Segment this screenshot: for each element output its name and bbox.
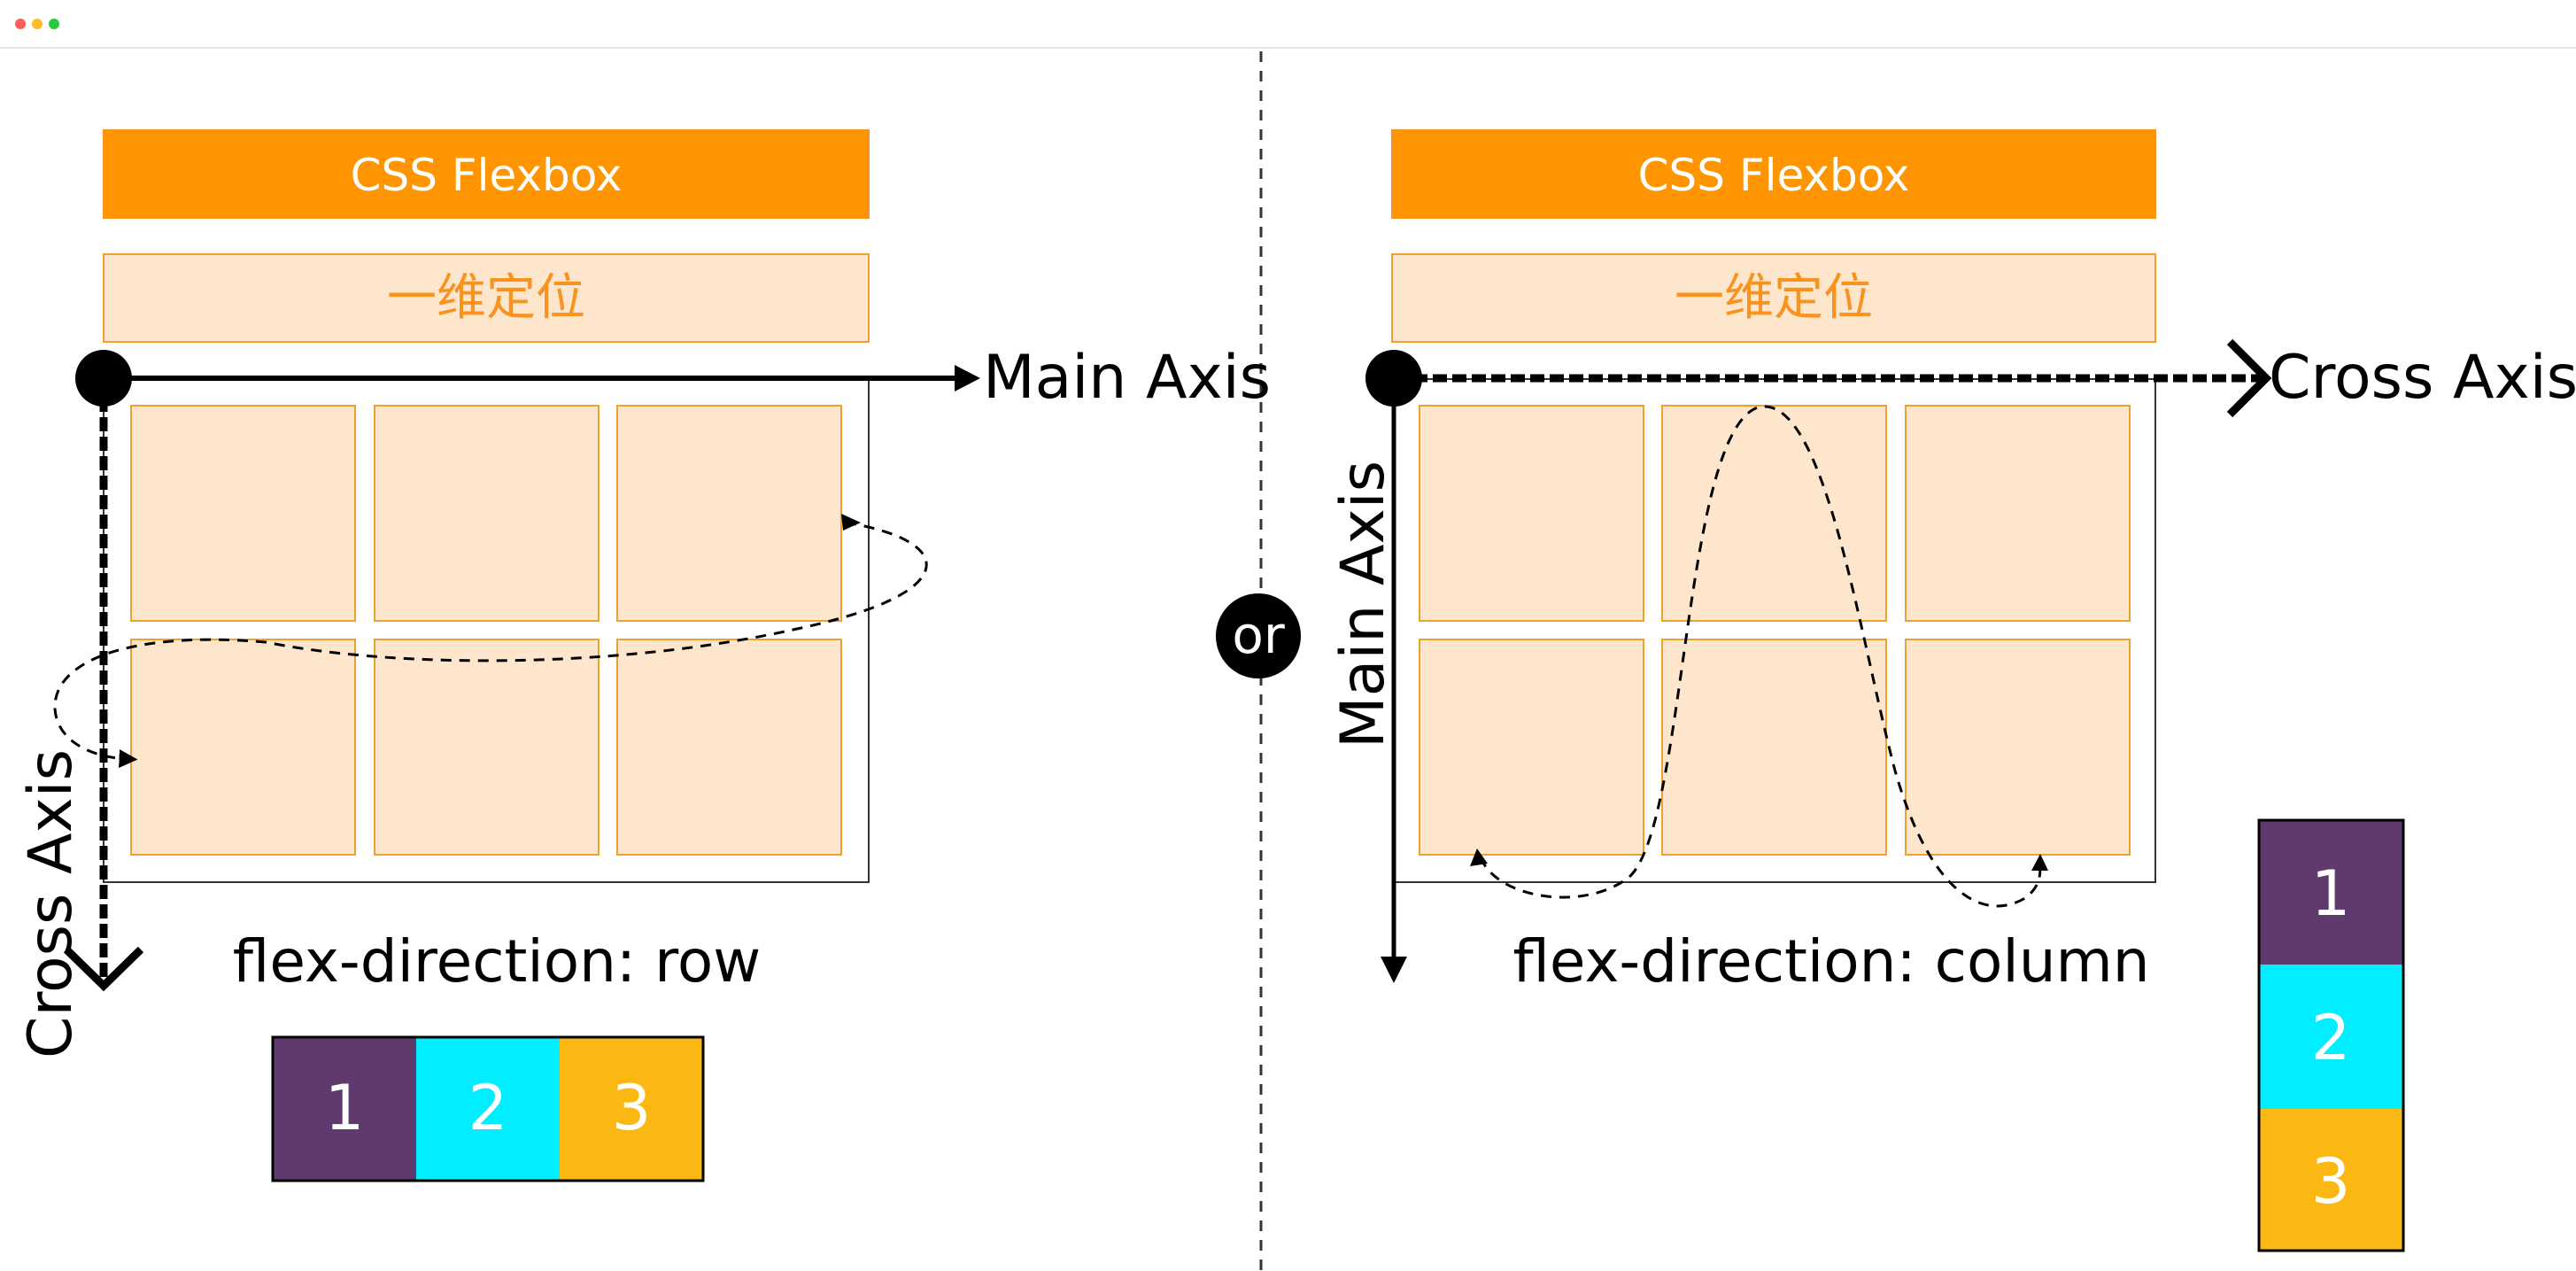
right-order-item-3 [2259, 1109, 2403, 1251]
left-cross-axis-chevron [63, 946, 144, 992]
left-grid-cell [130, 639, 356, 856]
left-grid-cell [374, 639, 600, 856]
left-axis-origin-dot [75, 350, 132, 407]
left-main-axis-arrowhead [955, 365, 980, 391]
left-order-item-1 [273, 1037, 416, 1181]
right-cross-axis-label: Cross Axis [2269, 343, 2576, 413]
left-order-strip: 1 2 3 [271, 1035, 705, 1182]
right-order-item-2 [2259, 965, 2403, 1109]
right-subheader-bar [1391, 253, 2156, 343]
right-header-bar [1391, 129, 2156, 219]
right-flow-arrowhead-left [1470, 849, 1488, 866]
right-order-strip-border [2257, 818, 2405, 1252]
window-maximize-dot[interactable] [49, 19, 59, 29]
right-flex-items [1419, 405, 2131, 856]
left-header-bar [103, 129, 870, 219]
left-grid-cell [616, 405, 842, 622]
left-order-item-2 [416, 1037, 560, 1181]
right-grid-cell [1661, 639, 1887, 856]
left-cross-axis-label: Cross Axis [16, 749, 86, 1058]
right-panel: CSS Flexbox 一维定位 Cross Axis Mai [1328, 129, 2576, 1252]
right-order-item-1 [2259, 820, 2403, 965]
left-subheader-bar [103, 253, 870, 343]
right-main-axis-label: Main Axis [1328, 461, 1398, 748]
left-order-label-3: 3 [612, 1072, 652, 1144]
right-flow-arrowhead-right [2031, 854, 2048, 871]
right-order-label-2: 2 [2311, 1002, 2351, 1074]
left-grid-cell [130, 405, 356, 622]
left-flow-arrowhead [841, 514, 861, 531]
right-axis-origin-dot [1365, 350, 1422, 407]
left-panel: CSS Flexbox 一维定位 Main Axis Cross Axis [16, 129, 1271, 1182]
right-grid-cell [1419, 639, 1644, 856]
right-order-label-3: 3 [2311, 1145, 2351, 1218]
right-header-title: CSS Flexbox [1638, 150, 1910, 201]
left-main-axis-label: Main Axis [983, 343, 1271, 413]
right-grid-cell [1905, 405, 2131, 622]
or-badge: or [1216, 593, 1301, 678]
right-direction-label: flex-direction: column [1512, 927, 2149, 996]
left-grid-cell [616, 639, 842, 856]
left-direction-label: flex-direction: row [233, 927, 761, 996]
left-order-strip-border [271, 1035, 705, 1182]
right-order-label-1: 1 [2311, 857, 2351, 930]
left-grid-cell [374, 405, 600, 622]
window-titlebar [0, 0, 2576, 49]
left-order-label-2: 2 [468, 1072, 508, 1144]
left-order-item-3 [560, 1037, 703, 1181]
right-grid-cell [1905, 639, 2131, 856]
left-flex-items [130, 405, 842, 856]
left-subheader-title: 一维定位 [387, 269, 585, 327]
right-flow-path [1479, 405, 2042, 908]
right-cross-axis-chevron [2226, 338, 2272, 418]
window-close-dot[interactable] [15, 19, 26, 29]
right-main-axis-arrowhead [1381, 957, 1407, 983]
right-subheader-title: 一维定位 [1675, 269, 1873, 327]
left-order-label-1: 1 [325, 1072, 365, 1144]
right-grid-cell [1419, 405, 1644, 622]
or-label: or [1232, 605, 1284, 665]
left-flow-path [53, 521, 928, 769]
right-grid-cell [1661, 405, 1887, 622]
left-header-title: CSS Flexbox [351, 150, 623, 201]
right-order-strip: 1 2 3 [2257, 818, 2405, 1252]
window-minimize-dot[interactable] [32, 19, 43, 29]
